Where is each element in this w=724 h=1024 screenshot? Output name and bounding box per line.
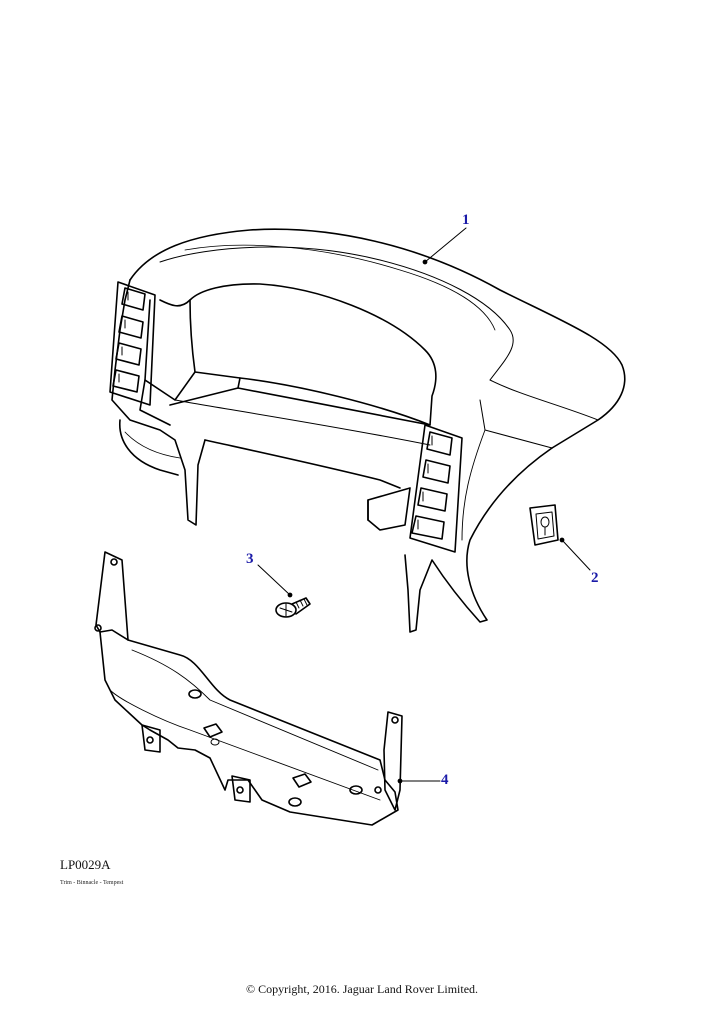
speed-nut-part	[529, 504, 591, 571]
left-switch-bank	[109, 281, 156, 406]
copyright-notice: © Copyright, 2016. Jaguar Land Rover Lim…	[245, 982, 479, 996]
binnacle-bracket-part	[94, 551, 441, 826]
callout-number-4[interactable]: 4	[441, 772, 449, 788]
right-switch-bank	[409, 424, 463, 553]
callout-number-1[interactable]: 1	[462, 212, 470, 228]
callout-number-3[interactable]: 3	[246, 551, 254, 567]
diagram-id: LP0029A	[60, 857, 111, 872]
screw-part	[257, 564, 311, 618]
callout-number-2[interactable]: 2	[591, 570, 599, 586]
diagram-caption: Trim - Binnacle - Tempest	[60, 880, 124, 886]
binnacle-cover-part	[109, 227, 626, 633]
